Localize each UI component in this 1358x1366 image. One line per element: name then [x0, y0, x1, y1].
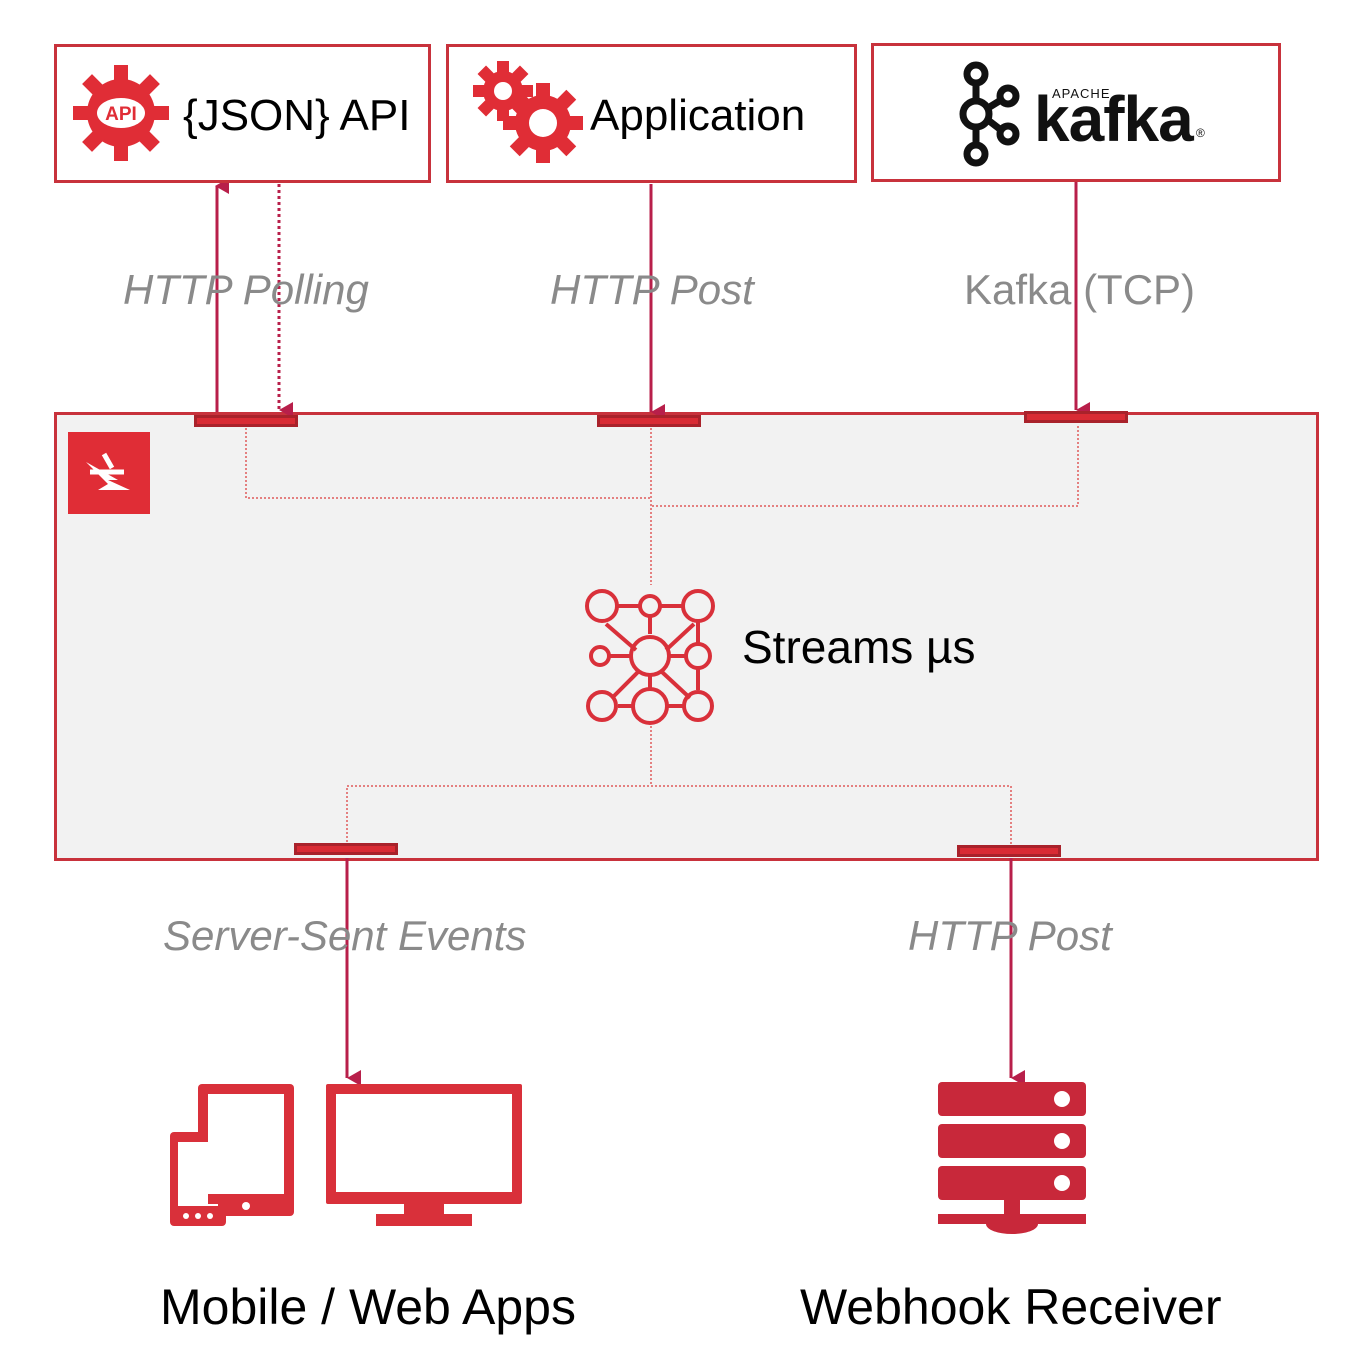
- streams-platform-panel: [54, 412, 1319, 861]
- port-webhook: [957, 845, 1061, 857]
- mobile-web-apps-label: Mobile / Web Apps: [160, 1279, 576, 1335]
- streams-core-label: Streams µs: [742, 621, 976, 673]
- platform-logo-icon: [68, 432, 150, 514]
- webhook-receiver-label: Webhook Receiver: [800, 1279, 1222, 1335]
- kafka-tcp-label: Kafka (TCP): [964, 266, 1196, 313]
- port-kafka: [1024, 411, 1128, 423]
- streams-network-icon: [585, 589, 715, 725]
- application-label: Application: [590, 91, 806, 140]
- application-gears-icon: [473, 61, 583, 163]
- svg-text:API: API: [105, 104, 137, 125]
- kafka-logo-icon: [959, 61, 1020, 167]
- http-polling-label: HTTP Polling: [123, 266, 369, 313]
- internal-routing: [245, 426, 1079, 846]
- kafka-box: APACHE kafka ®: [871, 43, 1281, 182]
- port-sse: [294, 843, 398, 855]
- port-api-polling: [194, 415, 298, 427]
- application-box: Application: [446, 44, 857, 183]
- kafka-registered-mark: ®: [1196, 126, 1205, 140]
- http-post-out-label: HTTP Post: [908, 912, 1112, 959]
- kafka-apache-text: APACHE: [1052, 86, 1111, 101]
- sse-label: Server-Sent Events: [163, 912, 527, 959]
- json-api-box: API {JSON} API: [54, 44, 431, 183]
- mobile-web-devices-icon: [170, 1084, 522, 1226]
- server-icon: [938, 1082, 1086, 1234]
- json-api-label: {JSON} API: [183, 91, 411, 140]
- api-gear-icon: API: [73, 65, 169, 161]
- kafka-wordmark: kafka: [1034, 83, 1194, 155]
- port-application: [597, 415, 701, 427]
- http-post-in-label: HTTP Post: [550, 266, 754, 313]
